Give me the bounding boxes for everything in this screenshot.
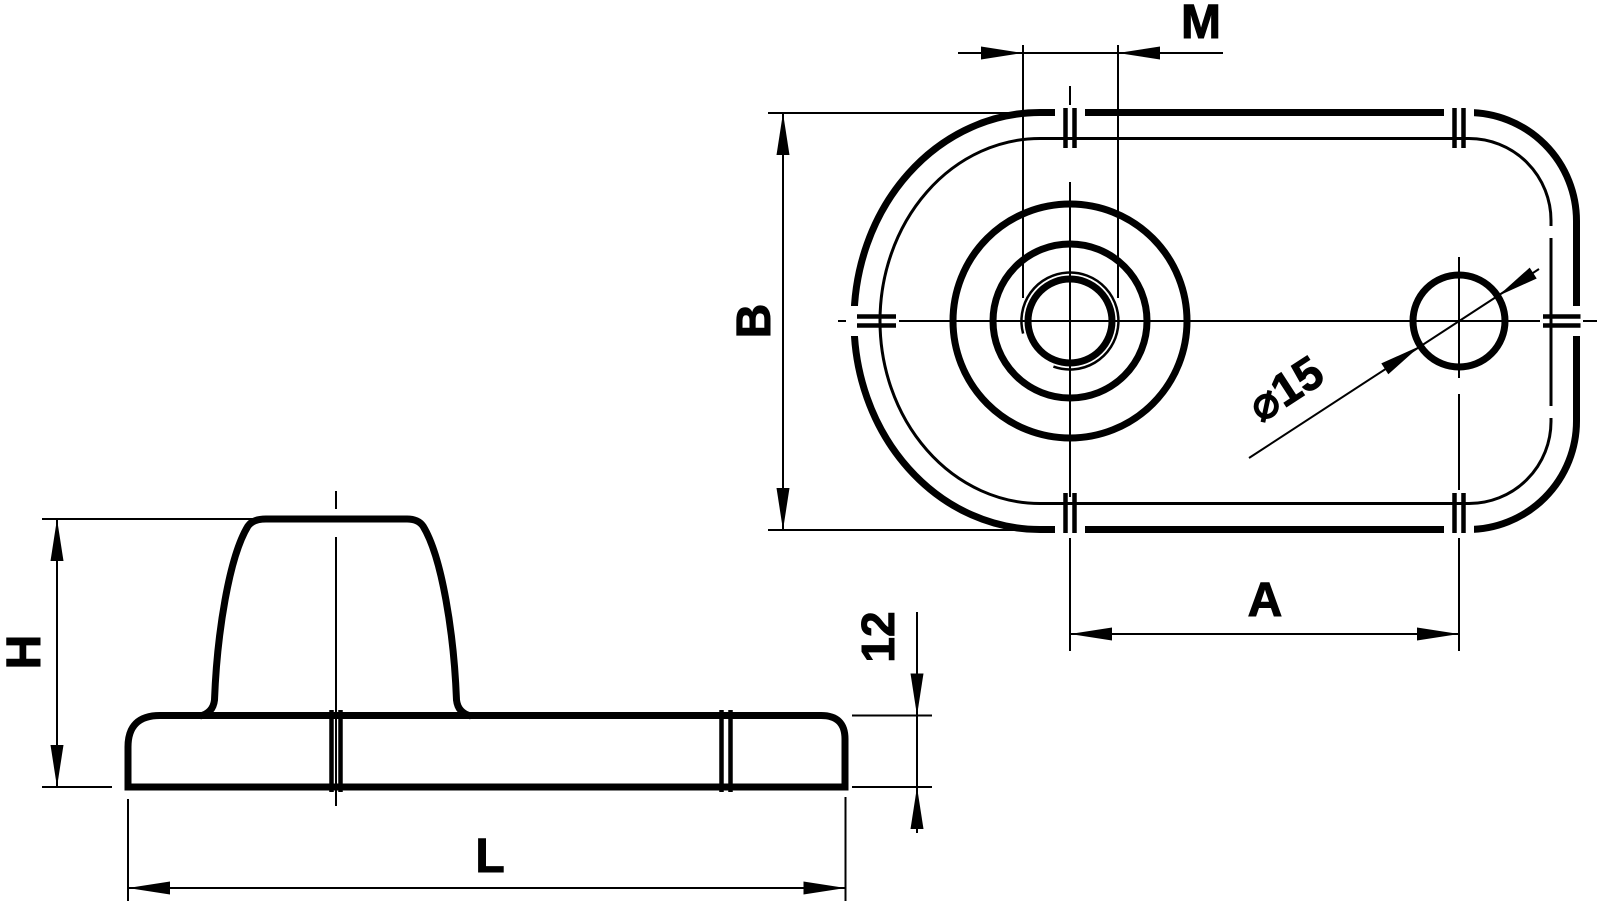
dimension-B-extension-lines xyxy=(768,112,1048,531)
arrowhead xyxy=(1070,627,1112,641)
arrowhead xyxy=(776,113,790,155)
arrowhead xyxy=(776,488,790,530)
arrowhead xyxy=(1498,267,1537,296)
dim-label-thread: M xyxy=(1181,0,1221,49)
dimension-12: 12 xyxy=(852,611,932,833)
side-view-tick-marks xyxy=(329,710,733,792)
arrowhead xyxy=(50,745,64,787)
dimension-H: H xyxy=(0,518,258,788)
dim-label-hole-distance: A xyxy=(1248,574,1283,627)
top-view-centerlines xyxy=(838,86,1597,651)
top-view: M B A ⌀15 xyxy=(728,0,1597,651)
arrowhead xyxy=(1381,346,1420,375)
dimension-L-extension-lines xyxy=(127,797,847,901)
side-view-boss-outline xyxy=(199,515,472,720)
dim-label-length: L xyxy=(475,830,504,883)
dimension-12-extension-lines xyxy=(852,714,932,788)
dimension-H-extension-lines xyxy=(42,518,258,788)
dim-label-height: H xyxy=(0,635,51,670)
outline-gaps xyxy=(846,105,1582,537)
dimension-M-extension-lines xyxy=(1022,45,1119,298)
arrowhead xyxy=(803,881,846,895)
dim-label-width: B xyxy=(728,304,781,339)
dimension-B: B xyxy=(728,112,1048,531)
arrowhead xyxy=(1417,627,1459,641)
arrowhead xyxy=(50,519,64,561)
side-view-plate-outline xyxy=(124,712,849,791)
arrowhead xyxy=(128,881,170,895)
dimension-M: M xyxy=(958,0,1223,298)
dimension-L: L xyxy=(127,797,847,901)
arrowhead xyxy=(910,787,924,829)
thread-arc xyxy=(1020,271,1120,371)
arrowhead xyxy=(910,673,924,716)
side-view: H L 12 xyxy=(0,491,932,901)
dim-label-thickness: 12 xyxy=(852,611,904,662)
arrowhead xyxy=(981,46,1023,60)
arrowhead xyxy=(1118,46,1160,60)
top-view-inner-contour xyxy=(878,137,1553,505)
centerline-tick-marks xyxy=(857,108,1581,533)
dimension-A: A xyxy=(1070,574,1459,641)
